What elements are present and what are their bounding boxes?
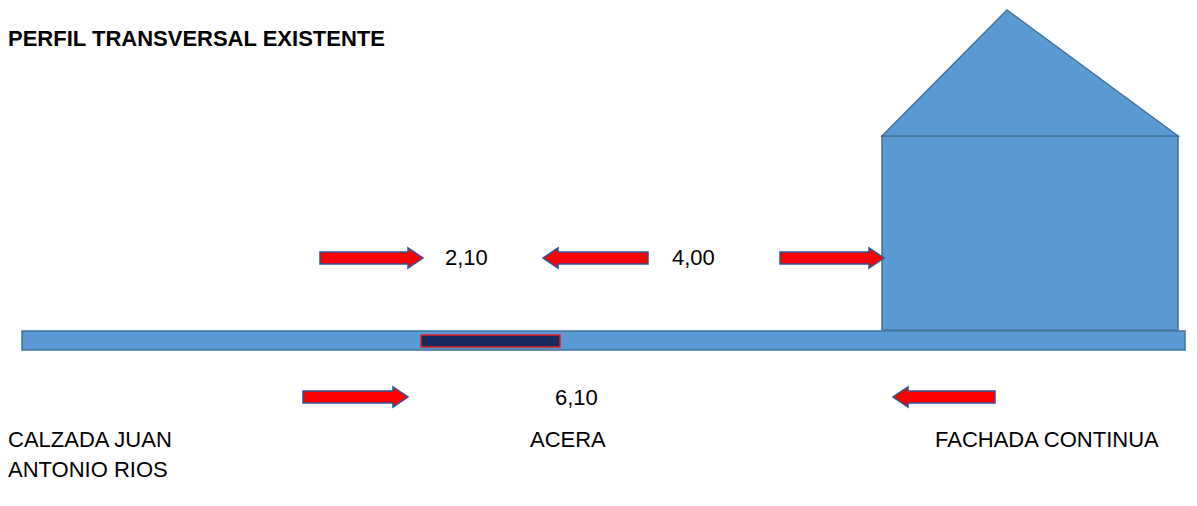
dimension-label: 2,10 <box>445 243 488 273</box>
dimension-label: 4,00 <box>672 243 715 273</box>
dimension-arrow <box>320 248 423 268</box>
ground-band <box>22 331 1185 350</box>
dimension-arrow <box>893 387 995 407</box>
building-body <box>882 136 1178 330</box>
dimension-label: 6,10 <box>555 383 598 413</box>
dimension-arrow <box>303 387 408 407</box>
dimension-arrow <box>780 248 884 268</box>
dimension-arrow <box>543 248 648 268</box>
street-label: CALZADA JUAN ANTONIO RIOS <box>8 425 208 485</box>
diagram-title: PERFIL TRANSVERSAL EXISTENTE <box>8 24 385 54</box>
area-label: ACERA <box>530 425 606 455</box>
facade-label: FACHADA CONTINUA <box>935 425 1159 455</box>
sidewalk-strip <box>421 335 560 347</box>
building-roof <box>882 10 1178 136</box>
